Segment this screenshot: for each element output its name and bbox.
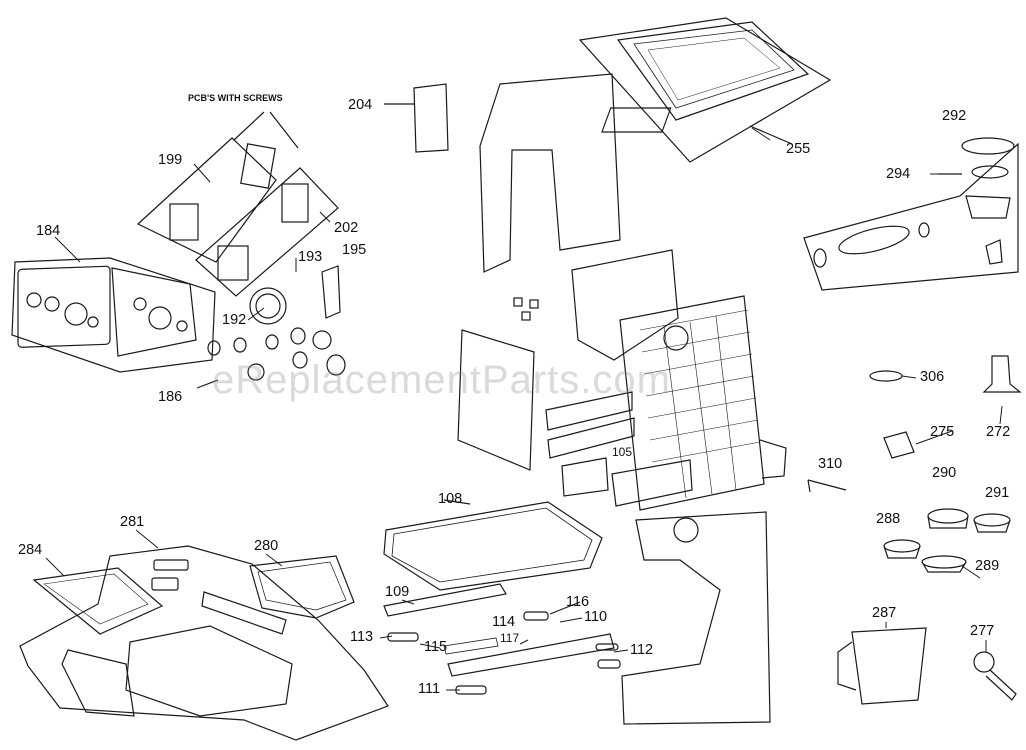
base-assembly — [19, 545, 389, 741]
label-186: 186 — [158, 389, 183, 405]
label-116: 116 — [566, 594, 590, 610]
base-tray — [383, 499, 603, 591]
label-105: 105 — [612, 445, 633, 459]
label-193: 193 — [298, 249, 323, 265]
leader-lines — [45, 127, 1003, 691]
label-288: 288 — [876, 511, 901, 527]
label-284: 284 — [18, 542, 43, 558]
portafilter-assembly — [803, 137, 1019, 291]
pcb-assembly — [136, 111, 339, 297]
label-202: 202 — [334, 220, 359, 236]
knob-parts — [196, 265, 346, 389]
accessories — [807, 355, 1022, 705]
label-184: 184 — [36, 223, 61, 239]
label-272: 272 — [986, 424, 1011, 440]
label-192: 192 — [222, 312, 247, 328]
control-panel-assembly — [11, 257, 216, 373]
gasket-204 — [413, 83, 449, 153]
label-114: 114 — [492, 614, 516, 630]
label-111: 111 — [418, 681, 441, 697]
pcb-note: PCB'S WITH SCREWS — [188, 93, 283, 103]
label-290: 290 — [932, 465, 957, 481]
watermark-text: eReplacementParts.com — [212, 358, 671, 402]
label-289: 289 — [975, 558, 1000, 574]
label-117: 117 — [500, 631, 520, 645]
label-306: 306 — [920, 369, 945, 385]
label-108: 108 — [438, 491, 463, 507]
label-255: 255 — [786, 141, 811, 157]
label-277: 277 — [970, 623, 995, 639]
label-195: 195 — [342, 242, 367, 258]
front-housing — [621, 511, 771, 725]
label-280: 280 — [254, 538, 279, 554]
top-housing — [479, 73, 621, 273]
label-109: 109 — [385, 584, 410, 600]
cup-warmer-tray — [578, 17, 832, 163]
label-110: 110 — [584, 609, 608, 625]
label-113: 113 — [350, 629, 374, 645]
label-287: 287 — [872, 605, 897, 621]
label-292: 292 — [942, 108, 967, 124]
main-body — [457, 249, 787, 511]
label-115: 115 — [424, 639, 448, 655]
label-199: 199 — [158, 152, 183, 168]
label-294: 294 — [886, 166, 911, 182]
label-281: 281 — [120, 514, 145, 530]
label-204: 204 — [348, 97, 373, 113]
label-310: 310 — [818, 456, 843, 472]
label-275: 275 — [930, 424, 955, 440]
label-112: 112 — [630, 642, 654, 658]
label-291: 291 — [985, 485, 1010, 501]
